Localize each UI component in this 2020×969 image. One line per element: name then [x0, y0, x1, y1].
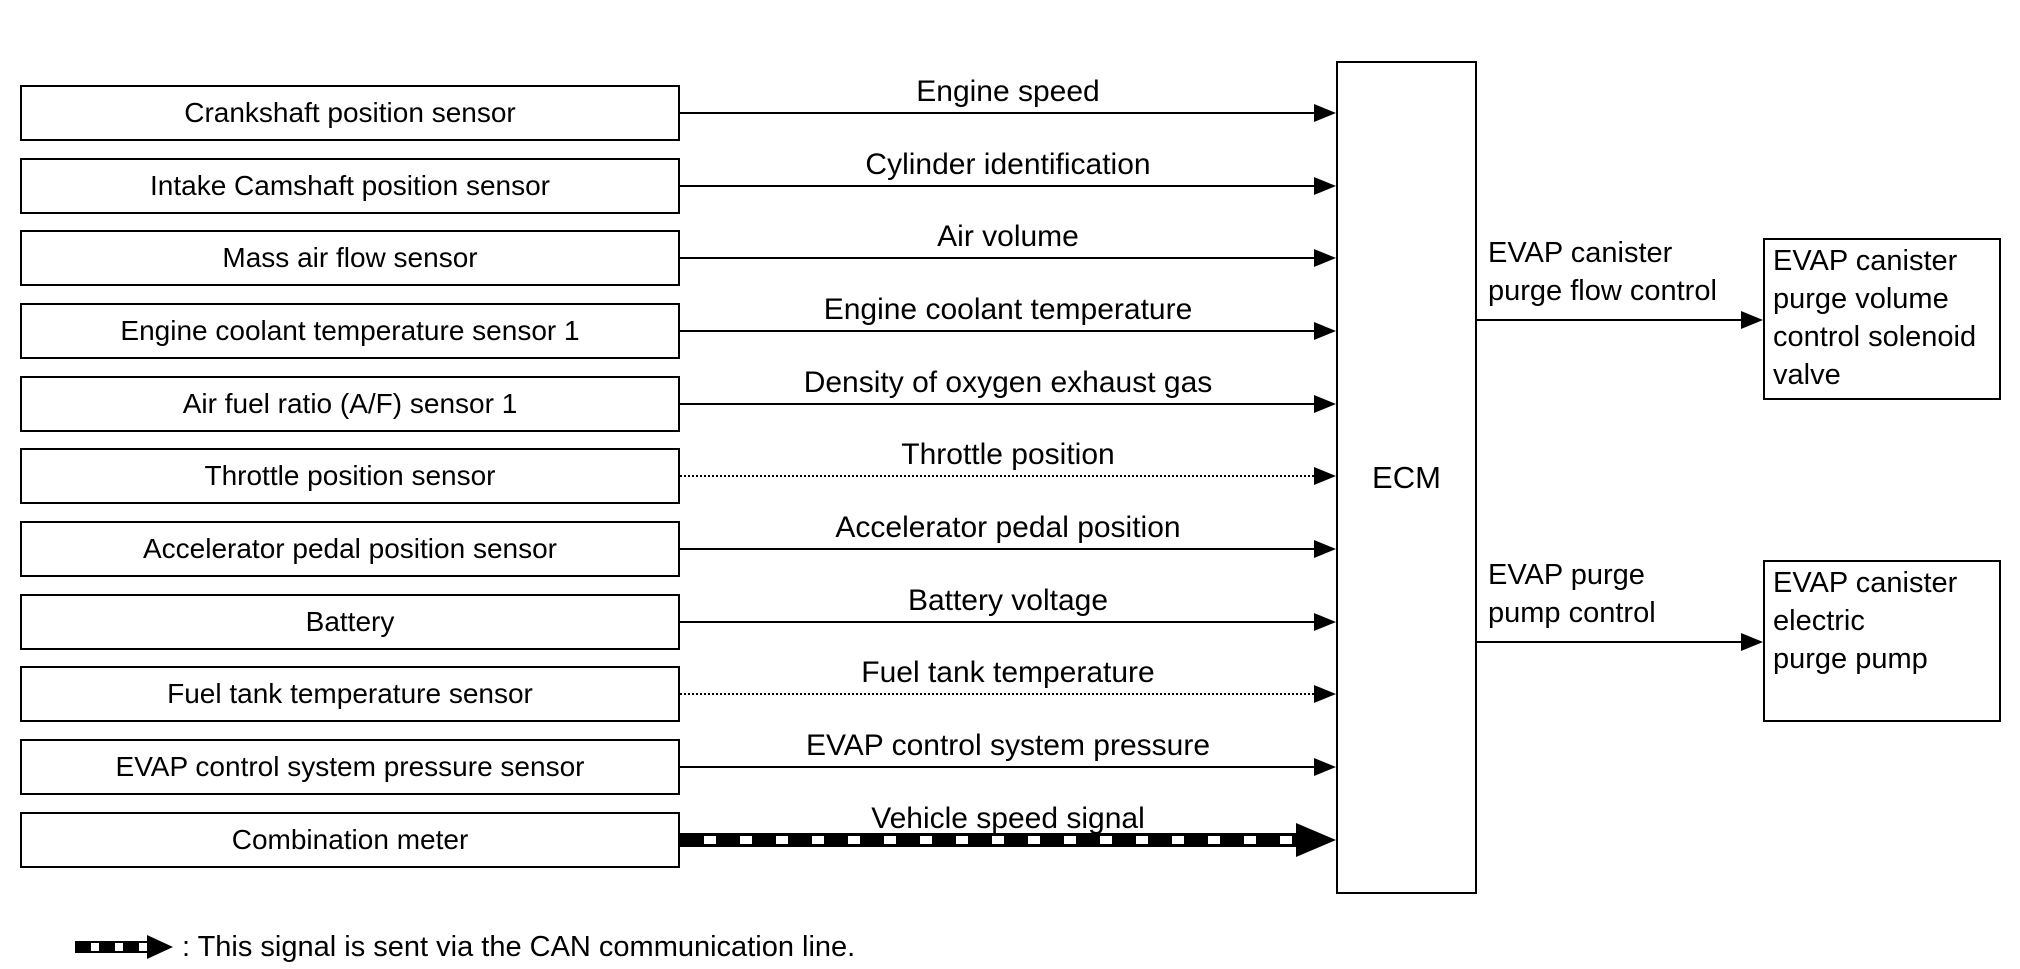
signal-line — [680, 112, 1314, 114]
source-box-throttle-position-sensor: Throttle position sensor — [20, 448, 680, 504]
output-label-evap-canister-purge-flow-control: EVAP canister purge flow control — [1488, 237, 1717, 307]
arrowhead-icon — [1741, 633, 1763, 651]
output-line — [1477, 319, 1741, 321]
can-bus-line — [680, 833, 1296, 847]
actuator-box-evap-canister-electric-purge-pump: EVAP canister electric purge pump — [1763, 560, 2001, 722]
output-line — [1477, 641, 1741, 643]
source-box-air-fuel-ratio-sensor-1: Air fuel ratio (A/F) sensor 1 — [20, 376, 680, 432]
signal-label-evap-control-system-pressure: EVAP control system pressure — [805, 729, 1211, 762]
legend-can-arrow-tail-icon — [75, 941, 147, 953]
legend-can-arrowhead-icon — [147, 935, 173, 959]
signal-line-dotted — [680, 475, 1314, 477]
source-box-combination-meter: Combination meter — [20, 812, 680, 868]
ecm-label: ECM — [1372, 459, 1441, 495]
arrowhead-icon — [1314, 758, 1336, 776]
arrowhead-icon — [1314, 467, 1336, 485]
signal-label-engine-speed: Engine speed — [916, 75, 1100, 108]
signal-line — [680, 548, 1314, 550]
arrowhead-icon — [1741, 311, 1763, 329]
arrowhead-icon — [1314, 613, 1336, 631]
signal-label-accelerator-pedal-position: Accelerator pedal position — [835, 511, 1181, 544]
signal-label-fuel-tank-temperature: Fuel tank temperature — [861, 656, 1155, 689]
signal-line — [680, 185, 1314, 187]
arrowhead-icon — [1314, 322, 1336, 340]
arrowhead-icon — [1314, 395, 1336, 413]
signal-label-vehicle-speed-signal: Vehicle speed signal — [871, 802, 1145, 835]
source-box-engine-coolant-temperature-sensor-1: Engine coolant temperature sensor 1 — [20, 303, 680, 359]
signal-label-cylinder-identification: Cylinder identification — [865, 148, 1151, 181]
signal-label-throttle-position: Throttle position — [901, 438, 1115, 471]
signal-line — [680, 766, 1314, 768]
arrowhead-icon — [1314, 685, 1336, 703]
signal-line-dotted — [680, 693, 1314, 695]
signal-line — [680, 403, 1314, 405]
signal-label-engine-coolant-temperature: Engine coolant temperature — [823, 293, 1193, 326]
signal-label-air-volume: Air volume — [937, 220, 1079, 253]
source-box-evap-control-system-pressure-sensor: EVAP control system pressure sensor — [20, 739, 680, 795]
arrowhead-icon — [1314, 177, 1336, 195]
legend-text: : This signal is sent via the CAN commun… — [182, 931, 856, 963]
ecm-box: ECM — [1336, 61, 1477, 894]
source-box-accelerator-pedal-position-sensor: Accelerator pedal position sensor — [20, 521, 680, 577]
source-box-battery: Battery — [20, 594, 680, 650]
signal-label-density-of-oxygen-exhaust-gas: Density of oxygen exhaust gas — [803, 366, 1213, 399]
can-bus-arrowhead-icon — [1296, 823, 1336, 857]
signal-line — [680, 257, 1314, 259]
source-box-mass-air-flow-sensor: Mass air flow sensor — [20, 230, 680, 286]
signal-line — [680, 621, 1314, 623]
output-label-evap-purge-pump-control: EVAP purge pump control — [1488, 559, 1656, 629]
arrowhead-icon — [1314, 104, 1336, 122]
source-box-fuel-tank-temperature-sensor: Fuel tank temperature sensor — [20, 666, 680, 722]
signal-line — [680, 330, 1314, 332]
source-box-crankshaft-position-sensor: Crankshaft position sensor — [20, 85, 680, 141]
actuator-box-evap-canister-purge-volume-control-solenoid-valve: EVAP canister purge volume control solen… — [1763, 238, 2001, 400]
arrowhead-icon — [1314, 540, 1336, 558]
arrowhead-icon — [1314, 249, 1336, 267]
source-box-intake-camshaft-position-sensor: Intake Camshaft position sensor — [20, 158, 680, 214]
signal-label-battery-voltage: Battery voltage — [907, 584, 1109, 617]
